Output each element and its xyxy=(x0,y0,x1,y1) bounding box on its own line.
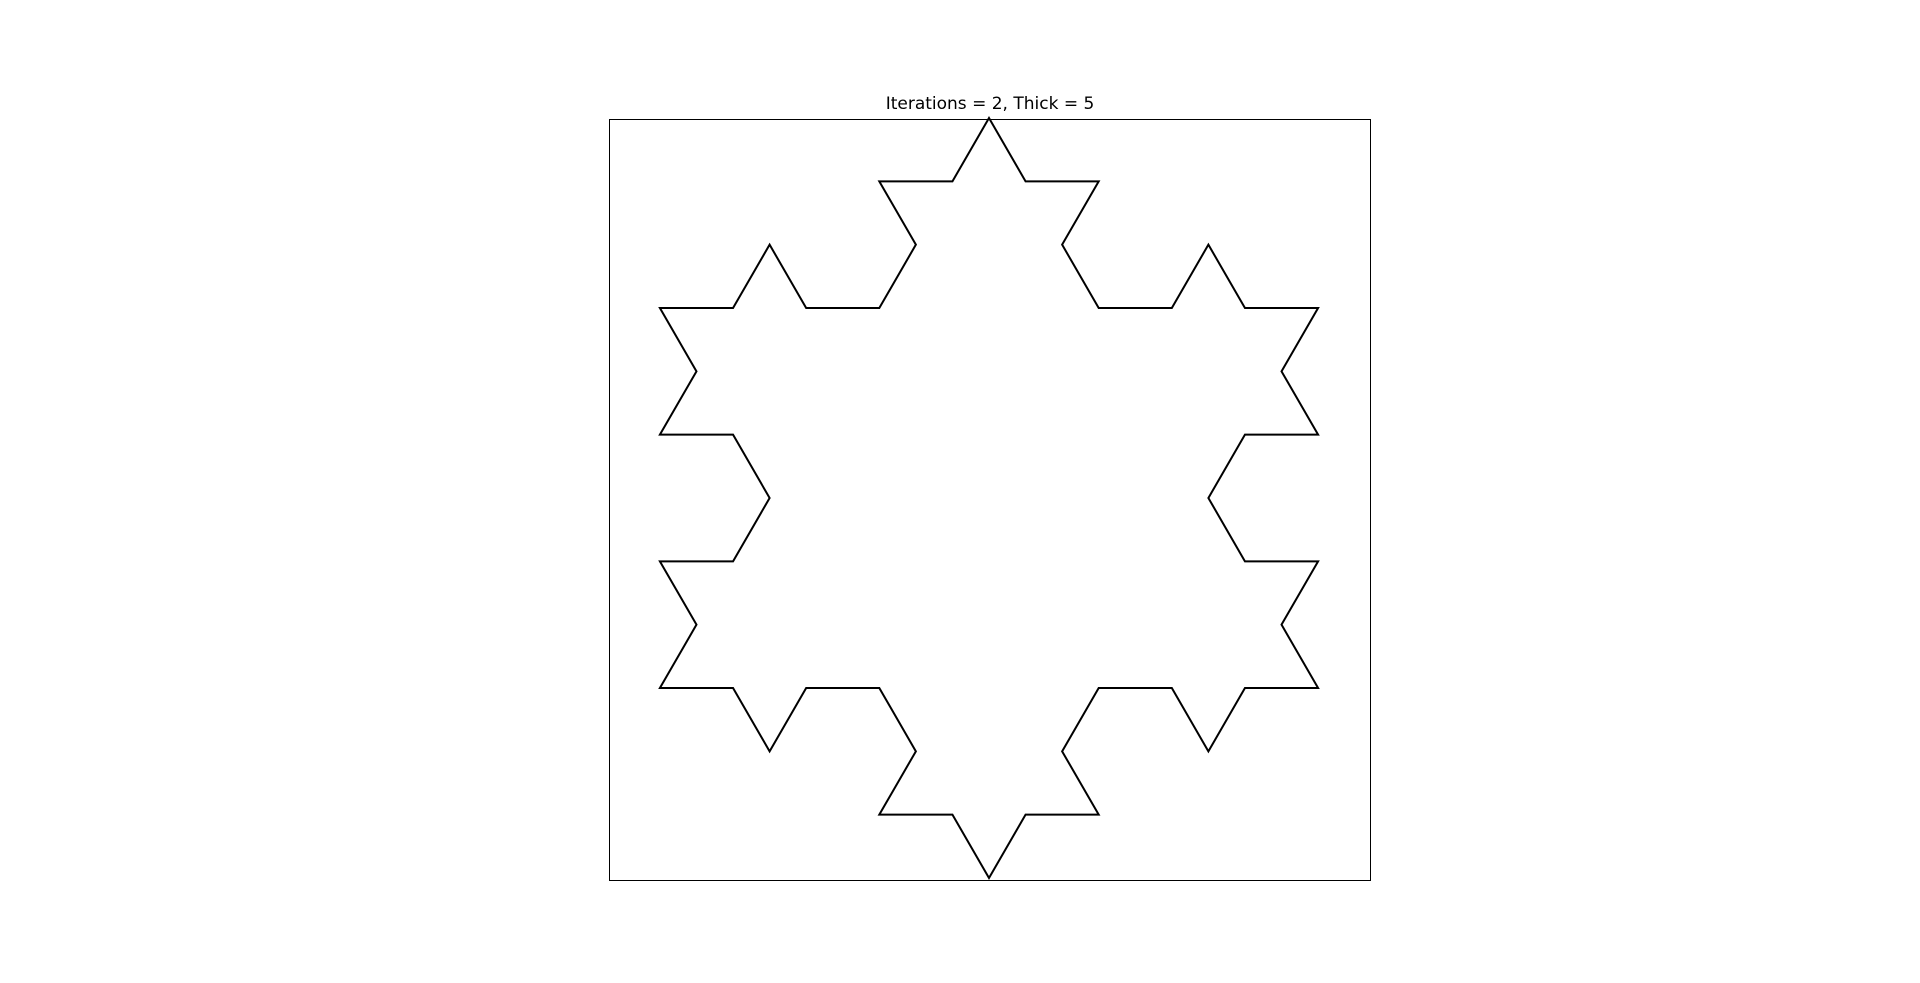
koch-snowflake-outline xyxy=(658,116,1320,880)
plot-title: Iterations = 2, Thick = 5 xyxy=(885,94,1095,114)
